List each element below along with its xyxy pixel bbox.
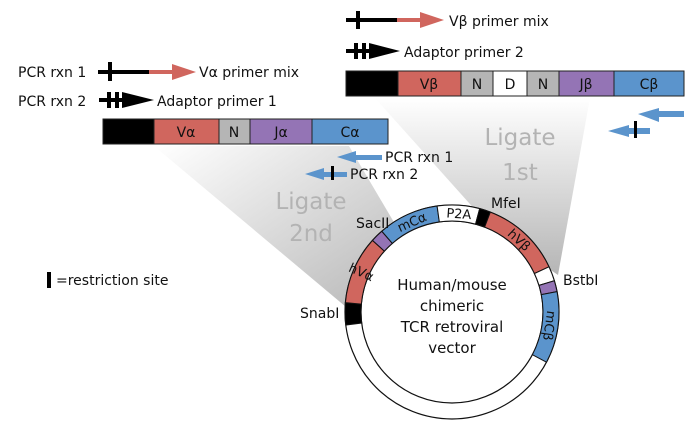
svg-text:PCR rxn 1: PCR rxn 1 [385, 150, 453, 166]
arrow-left-icon [305, 168, 324, 180]
beta-reverse-rxn1 [638, 108, 684, 122]
arrow-left-icon [638, 108, 659, 122]
ligate-2nd-funnel [154, 146, 405, 312]
site-snabi: SnabI [300, 306, 339, 322]
svg-text:Adaptor primer 1: Adaptor primer 1 [157, 94, 277, 110]
vector-title-line4: vector [428, 339, 476, 357]
site-mfei: MfeI [491, 196, 521, 212]
svg-text:Vβ primer mix: Vβ primer mix [449, 14, 549, 30]
arrow-left-icon [337, 151, 356, 163]
label-mcb: mCβ [539, 310, 558, 342]
beta-j-segment: Jβ [578, 77, 592, 93]
arrow-right-icon [369, 43, 400, 59]
beta-reverse-rxn2 [608, 121, 650, 138]
alpha-primer-rxn1: PCR rxn 1 Vα primer mix [18, 62, 299, 81]
svg-text:Adaptor primer 2: Adaptor primer 2 [404, 45, 524, 61]
vector-title-line1: Human/mouse [397, 276, 507, 294]
arrow-right-icon [122, 92, 154, 108]
restriction-legend: =restriction site [56, 273, 168, 289]
svg-text:PCR rxn 2: PCR rxn 2 [350, 167, 418, 183]
label-p2a: P2A [446, 206, 472, 223]
beta-d-segment: D [505, 77, 516, 93]
alpha-j-segment: Jα [273, 125, 287, 141]
beta-chain-bar [345, 70, 685, 97]
segment-mcb [531, 290, 560, 363]
arrow-right-icon [420, 12, 444, 28]
alpha-c-segment: Cα [340, 125, 359, 141]
beta-n1-segment: N [472, 77, 482, 93]
svg-text:PCR rxn 2: PCR rxn 2 [18, 94, 86, 110]
ligate-2nd-order: 2nd [289, 221, 333, 247]
alpha-reverse-rxn1: PCR rxn 1 [337, 150, 453, 166]
svg-text:PCR rxn 1: PCR rxn 1 [18, 65, 86, 81]
site-sacii: SacII [356, 216, 389, 232]
site-bstbi: BstbI [563, 273, 598, 289]
restriction-site-icon [47, 272, 51, 288]
ligate-1st-funnel [375, 98, 590, 275]
alpha-primer-rxn2: PCR rxn 2 Adaptor primer 1 [18, 92, 277, 110]
ligate-1st-order: 1st [502, 160, 538, 186]
snabi-site-block [344, 302, 363, 326]
vector-title-line3: TCR retroviral [400, 318, 503, 336]
beta-primer-adaptor: Adaptor primer 2 [346, 43, 524, 61]
ligate-1st-label: Ligate [484, 125, 555, 151]
alpha-reverse-rxn2: PCR rxn 2 [305, 166, 418, 183]
ligate-2nd-label: Ligate [275, 189, 346, 215]
beta-n2-segment: N [538, 77, 548, 93]
vector-title-line2: chimeric [420, 297, 484, 315]
alpha-chain-bar [102, 118, 389, 145]
beta-primer-vb: Vβ primer mix [346, 11, 549, 30]
arrow-left-icon [608, 125, 629, 137]
alpha-v-segment: Vα [177, 125, 196, 141]
alpha-n-segment: N [229, 125, 239, 141]
beta-v-segment: Vβ [420, 77, 439, 93]
beta-c-segment: Cβ [640, 77, 659, 93]
svg-text:Vα primer mix: Vα primer mix [199, 65, 299, 81]
arrow-right-icon [172, 64, 196, 80]
